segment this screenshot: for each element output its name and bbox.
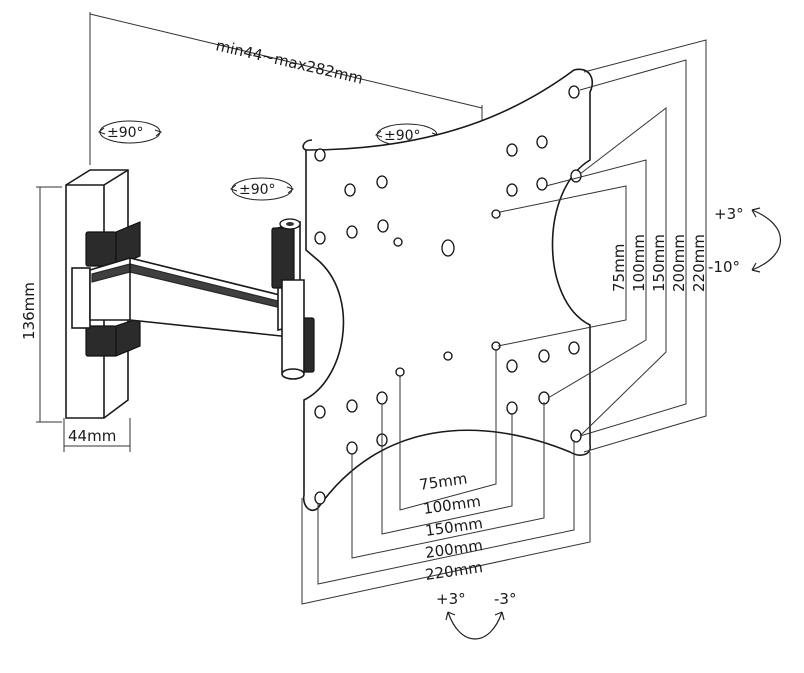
- v200-label: 200mm: [670, 234, 688, 292]
- rotation-wall: ±90°: [97, 120, 163, 144]
- h220-label: 220mm: [424, 558, 484, 584]
- rotation-arm: ±90°: [229, 177, 295, 201]
- rotation-arm-label: ±90°: [239, 182, 276, 198]
- swivel-plus-label: +3°: [436, 590, 466, 608]
- v150-label: 150mm: [650, 234, 668, 292]
- tilt-indicator: +3° -10°: [708, 205, 781, 276]
- height-dimension: 136mm: [20, 186, 62, 423]
- rotation-wall-label: ±90°: [107, 125, 144, 141]
- width-dimension: 44mm: [63, 418, 131, 452]
- swivel-minus-label: -3°: [494, 590, 516, 608]
- v220-label: 220mm: [690, 234, 708, 292]
- h75-label: 75mm: [418, 469, 468, 494]
- vertical-dimensions: 75mm 100mm 150mm 200mm 220mm: [497, 39, 708, 453]
- swivel-indicator: +3° -3°: [436, 590, 516, 640]
- tv-plate: [302, 68, 594, 512]
- width-label: 44mm: [68, 427, 116, 445]
- v100-label: 100mm: [630, 234, 648, 292]
- height-label: 136mm: [20, 282, 38, 340]
- swing-arm: [89, 218, 315, 380]
- depth-label: min44~max282mm: [214, 36, 365, 87]
- tilt-up-label: +3°: [714, 205, 744, 223]
- tilt-down-label: -10°: [708, 258, 740, 276]
- v75-label: 75mm: [610, 244, 628, 292]
